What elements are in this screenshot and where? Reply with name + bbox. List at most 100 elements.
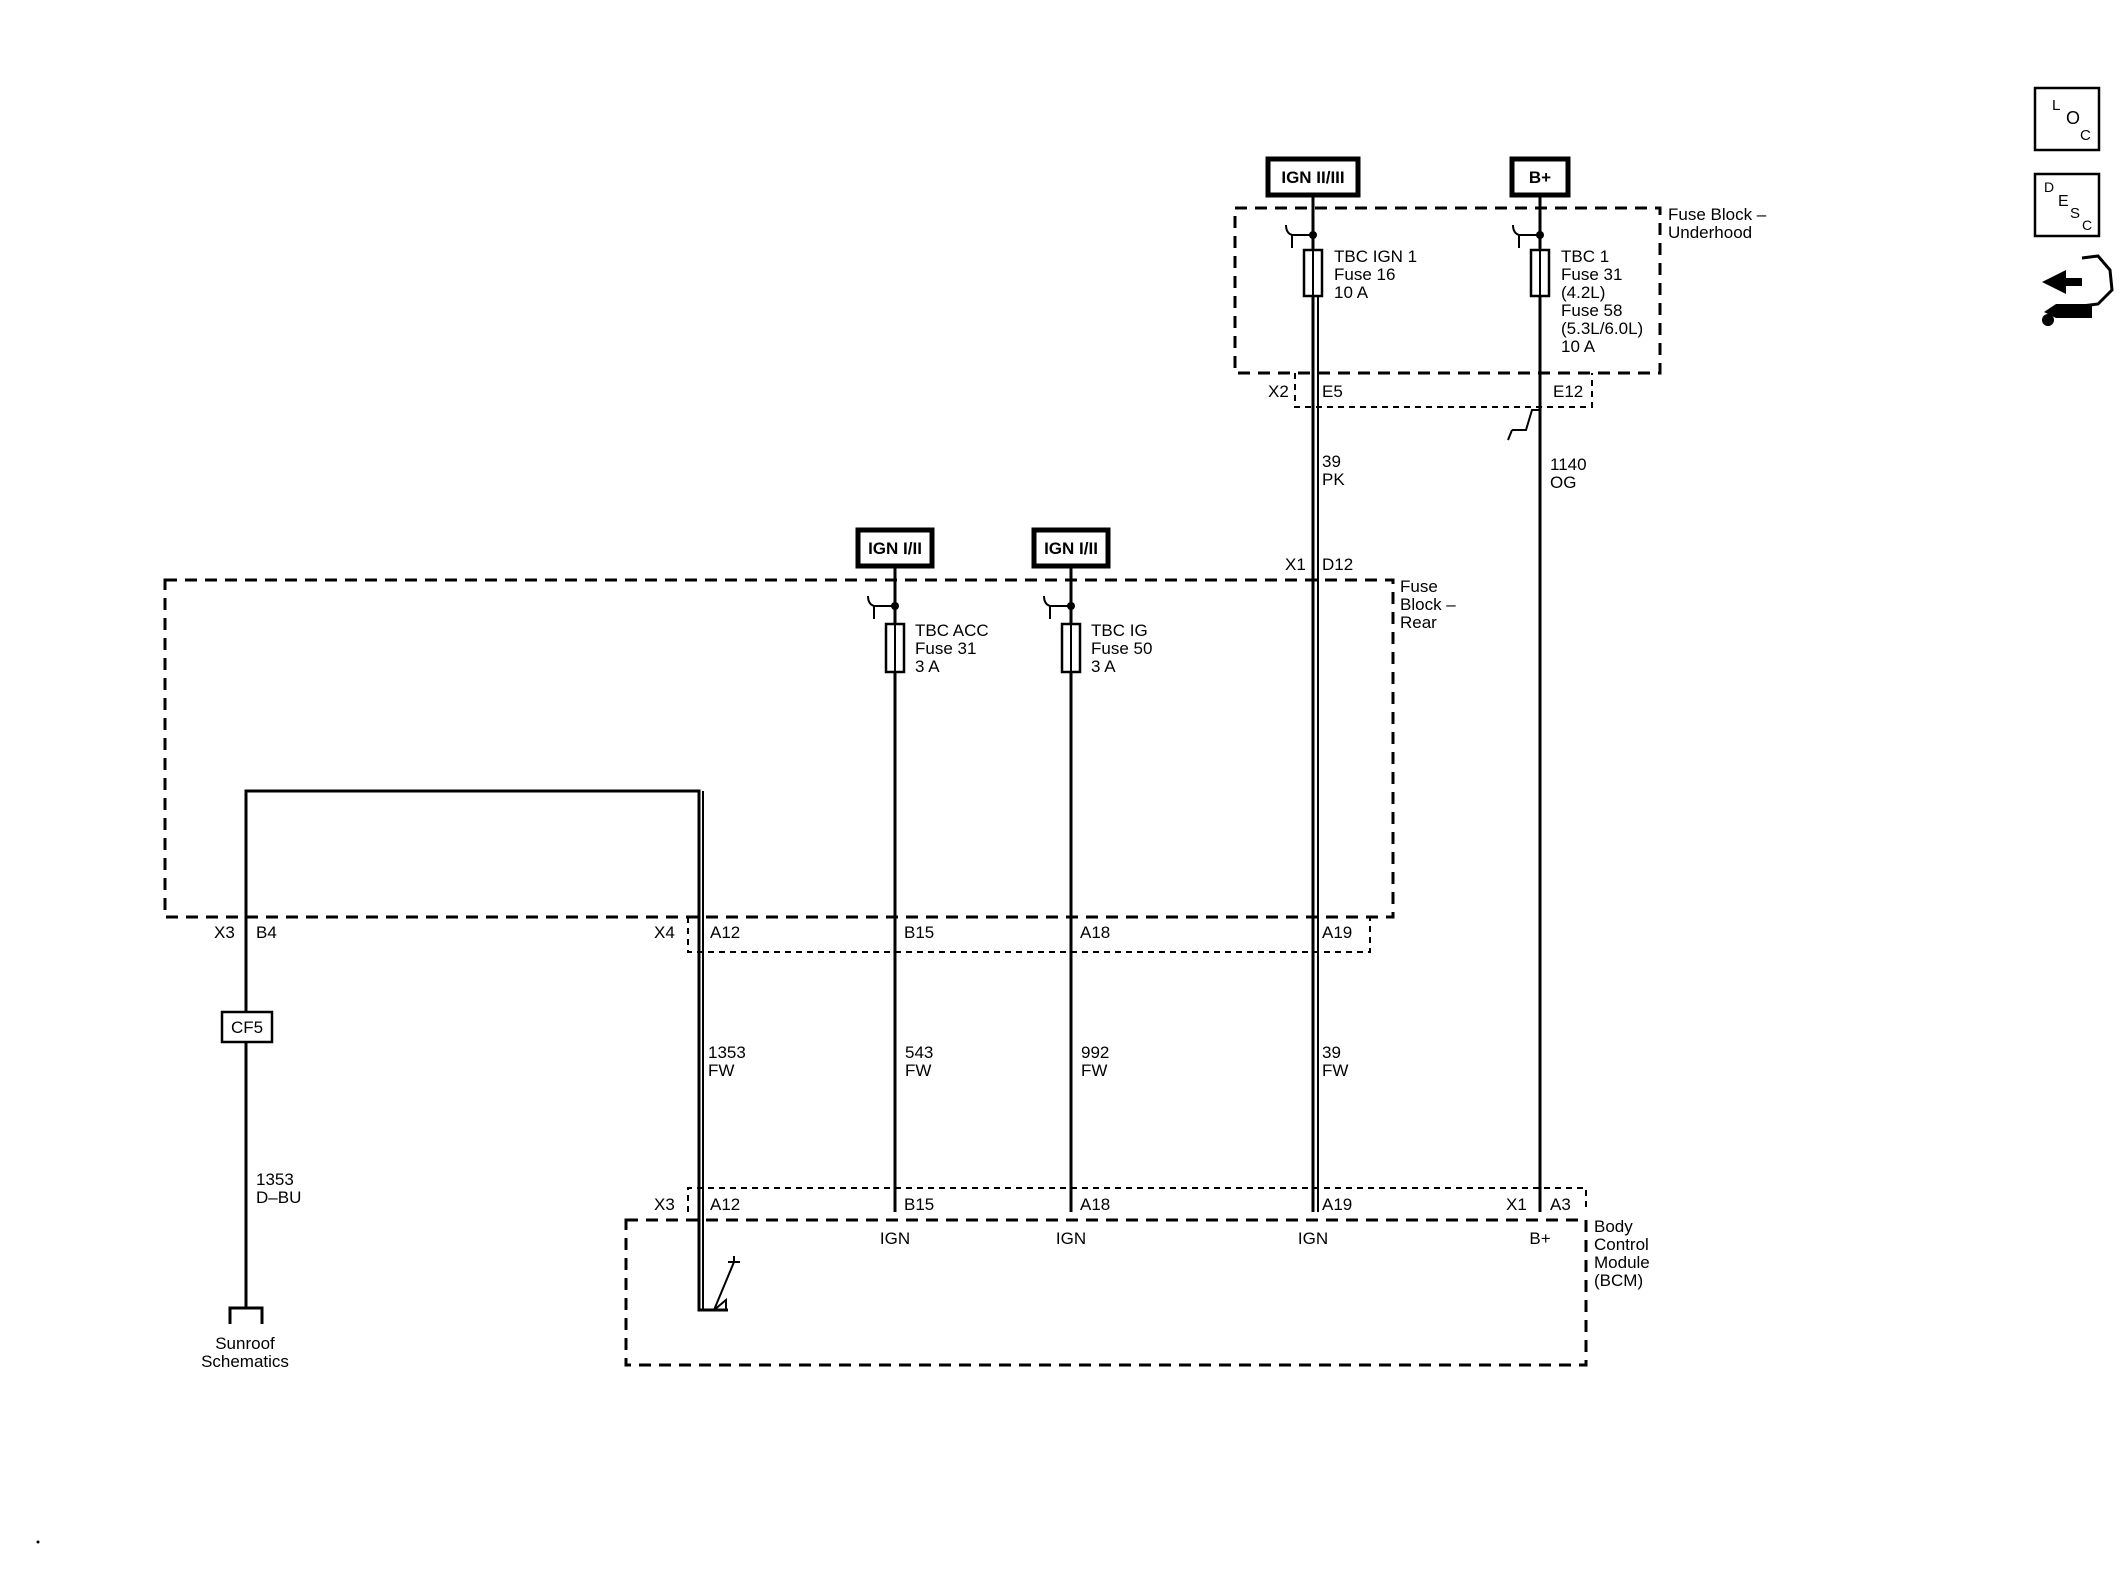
fuse-block-rear-label-3: Rear [1400,613,1437,632]
wire-39[interactable] [1311,296,1319,1212]
connector-x2-label: X2 [1268,382,1289,401]
pin-e12-label: E12 [1553,382,1583,401]
bcm-pin-a19: A19 [1322,1195,1352,1214]
rear-pin-a18: A18 [1080,923,1110,942]
inline-connector-cf5-label: CF5 [231,1018,263,1037]
fuse-ig-line-2: Fuse 50 [1091,639,1152,658]
bcm-pin-a12: A12 [710,1195,740,1214]
wire-1353-fw-color: FW [708,1061,734,1080]
source-b-plus-label: B+ [1529,168,1551,187]
connector-x3-rear-label: X3 [214,923,235,942]
rear-pin-a12: A12 [710,923,740,942]
wire-543-color: FW [905,1061,931,1080]
source-ign-ii-iii-label: IGN II/III [1281,168,1344,187]
fuse-ign1-line-1: TBC IGN 1 [1334,247,1417,266]
desc-button[interactable]: D E S C [2033,172,2101,238]
fuse-block-underhood-outline [1233,206,1662,375]
wire-1353[interactable] [244,789,728,1312]
fuse-tbc1-line-6: 10 A [1561,337,1596,356]
fuse-block-underhood-label-1: Fuse Block – [1668,205,1767,224]
fuse-block-rear-outline [163,578,1395,919]
fuse-tbc1-line-1: TBC 1 [1561,247,1609,266]
stray-dot [36,1540,40,1544]
bcm-pin-a18: A18 [1080,1195,1110,1214]
bcm-circuit-ign-3: IGN [1298,1229,1328,1248]
wire-1353-dbu-color: D–BU [256,1188,301,1207]
loc-letter-c: C [2080,127,2091,144]
sunroof-schematics-link-1[interactable]: Sunroof [215,1334,275,1353]
fuse-ign1-line-3: 10 A [1334,283,1369,302]
bcm-connector-strip [687,1187,1587,1212]
source-ign-i-ii-ig[interactable]: IGN I/II [1031,527,1111,569]
source-ign-ii-iii[interactable]: IGN II/III [1265,156,1361,198]
underhood-connector-strip [1294,373,1593,408]
wire-1140-number: 1140 [1550,455,1587,474]
desc-letter-s: S [2070,205,2080,222]
fuse-tbc1[interactable] [1512,195,1551,298]
wire-39-pk-color: PK [1322,470,1345,489]
fuse-acc-line-2: Fuse 31 [915,639,976,658]
wire-1353-dbu-number: 1353 [256,1170,294,1189]
bcm-connector-x1: X1 [1506,1195,1527,1214]
bcm-label-1: Body [1594,1217,1633,1236]
desc-letter-e: E [2058,193,2069,210]
loc-letter-o: O [2066,108,2080,128]
source-ign-i-ii-acc[interactable]: IGN I/II [855,527,935,569]
desc-letter-d: D [2044,179,2054,195]
bcm-circuit-ign-2: IGN [1056,1229,1086,1248]
bcm-label-2: Control [1594,1235,1649,1254]
fuse-tbc-acc[interactable] [867,566,906,674]
bcm-pin-b15: B15 [904,1195,934,1214]
bcm-pin-a3: A3 [1550,1195,1571,1214]
loc-letter-l: L [2052,97,2060,114]
fuse-tbc-ign1[interactable] [1285,195,1324,298]
source-ign-i-ii-ig-label: IGN I/II [1044,539,1098,558]
fuse-block-underhood: Fuse Block – Underhood X2 E5 E12 [1233,205,1767,408]
fuse-block-underhood-label-2: Underhood [1668,223,1752,242]
connector-arrow-icon[interactable] [2042,254,2114,326]
fuse-tbc1-line-2: Fuse 31 [1561,265,1622,284]
pin-e5-label: E5 [1322,382,1343,401]
wire-1353-d-bu[interactable] [228,1042,264,1324]
rear-pin-b15: B15 [904,923,934,942]
wire-39-fw-color: FW [1322,1061,1348,1080]
pin-d12-label: D12 [1322,555,1353,574]
wire-992-color: FW [1081,1061,1107,1080]
fuse-ig-line-1: TBC IG [1091,621,1148,640]
wire-39-fw-number: 39 [1322,1043,1341,1062]
fuse-acc-line-3: 3 A [915,657,940,676]
fuse-tbc1-line-4: Fuse 58 [1561,301,1622,320]
wire-1140[interactable] [1507,296,1542,1212]
fuse-tbc-ig[interactable] [1043,566,1082,674]
body-control-module: Body Control Module (BCM) X3 A12 B15 A18… [624,1187,1650,1367]
source-b-plus[interactable]: B+ [1509,156,1571,198]
fuse-block-rear: Fuse Block – Rear X1 D12 X3 B4 X4 A12 B1… [163,555,1456,953]
fuse-tbc1-line-5: (5.3L/6.0L) [1561,319,1643,338]
bcm-connector-x3: X3 [654,1195,675,1214]
sunroof-schematics-link-2[interactable]: Schematics [201,1352,289,1371]
fuse-block-rear-label-2: Block – [1400,595,1456,614]
pin-b4-label: B4 [256,923,277,942]
wire-543-number: 543 [905,1043,933,1062]
fuse-acc-line-1: TBC ACC [915,621,989,640]
wire-1140-color: OG [1550,473,1576,492]
loc-button[interactable]: L O C [2033,86,2101,152]
rear-x4-connector-strip [687,917,1371,953]
bcm-circuit-b-plus: B+ [1529,1229,1550,1248]
fuse-ign1-line-2: Fuse 16 [1334,265,1395,284]
wire-992-number: 992 [1081,1043,1109,1062]
inline-connector-cf5[interactable]: CF5 [220,1010,274,1044]
wire-1353-fw-number: 1353 [708,1043,746,1062]
source-ign-i-ii-acc-label: IGN I/II [868,539,922,558]
fuse-tbc1-line-3: (4.2L) [1561,283,1605,302]
bcm-label-4: (BCM) [1594,1271,1643,1290]
wire-39-pk-number: 39 [1322,452,1341,471]
rear-pin-a19: A19 [1322,923,1352,942]
bcm-circuit-ign-1: IGN [880,1229,910,1248]
connector-x1-label: X1 [1285,555,1306,574]
connector-x4-label: X4 [654,923,675,942]
fuse-ig-line-3: 3 A [1091,657,1116,676]
desc-letter-c: C [2082,217,2092,233]
bcm-outline [624,1218,1588,1367]
